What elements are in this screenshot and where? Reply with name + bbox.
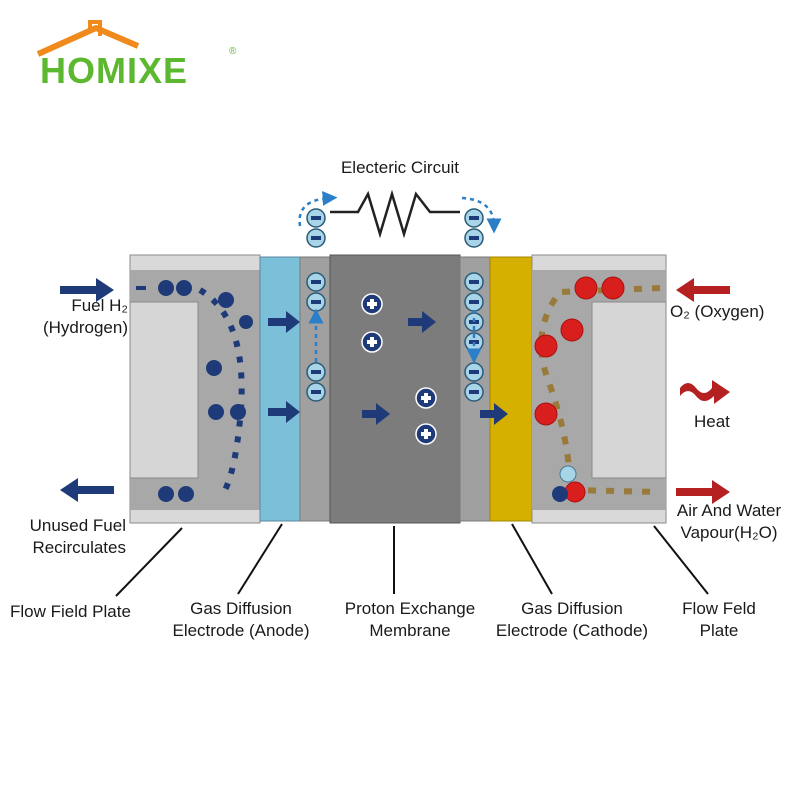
fuel-hydrogen-label: Fuel H₂ (Hydrogen): [10, 295, 128, 339]
heat-label: Heat: [694, 412, 730, 431]
membrane-label: Proton Exchange Membrane: [330, 598, 490, 642]
logo-registered-mark: ®: [229, 46, 237, 57]
protons: [361, 293, 437, 445]
water-hydrogen-atom: [559, 465, 577, 483]
anode-label-line2: Electrode (Anode): [172, 621, 310, 640]
heat-wave-arrow: [680, 380, 730, 404]
unused-label-line2: Recirculates: [32, 538, 126, 557]
proton-exchange-membrane: [329, 254, 461, 524]
hydrogen-molecules: [158, 280, 253, 502]
electron-flow-top-right: [461, 196, 502, 234]
proton-arrows: [268, 311, 508, 425]
right-flow-plate-label: Flow Feld Plate: [664, 598, 774, 642]
air-water-label: Air And Water Vapour(H₂O): [664, 500, 794, 544]
cathode-label: Gas Diffusion Electrode (Cathode): [490, 598, 654, 642]
fuel-label-line2: (Hydrogen): [42, 318, 128, 337]
proton-plus-signs: [367, 299, 431, 439]
oxygen-in-arrow: [676, 278, 730, 302]
anode-label: Gas Diffusion Electrode (Anode): [166, 598, 316, 642]
circuit-label: Electeric Circuit: [340, 158, 460, 177]
unused-label-line1: Unused Fuel: [29, 516, 126, 535]
unused-fuel-arrow: [60, 478, 114, 502]
logo-text: HOMIXE: [40, 50, 189, 91]
air-label-line2: Vapour(H₂O): [680, 523, 778, 542]
circuit-wire: [330, 189, 460, 239]
water-hydrogen-atom-2: [552, 486, 568, 502]
flow-right-label-line2: Plate: [699, 621, 739, 640]
fuel-in-arrow: [60, 278, 114, 302]
membrane-label-line1: Proton Exchange: [344, 599, 476, 618]
unused-fuel-label: Unused Fuel Recirculates: [4, 515, 126, 559]
oxygen-molecules: [534, 276, 625, 503]
cathode-electrode: [489, 256, 533, 522]
oxygen-label: O₂ (Oxygen): [670, 302, 765, 321]
membrane-label-line2: Membrane: [369, 621, 451, 640]
fuel-label-line1: Fuel H₂: [71, 296, 128, 315]
left-flow-field-plate: [129, 254, 261, 524]
anode-label-line1: Gas Diffusion: [190, 599, 292, 618]
logo-roof: [36, 20, 140, 57]
cathode-label-line2: Electrode (Cathode): [495, 621, 649, 640]
anode-electrode: [259, 256, 301, 522]
flow-right-label-line1: Flow Feld: [682, 599, 756, 618]
leader-lines: [115, 523, 709, 597]
air-label-line1: Air And Water: [676, 501, 782, 520]
flow-field-plate-label: Flow Field Plate: [10, 602, 131, 621]
air-water-out-arrow: [676, 480, 730, 504]
electron-flow-top-left: [298, 190, 338, 227]
cathode-label-line1: Gas Diffusion: [521, 599, 623, 618]
